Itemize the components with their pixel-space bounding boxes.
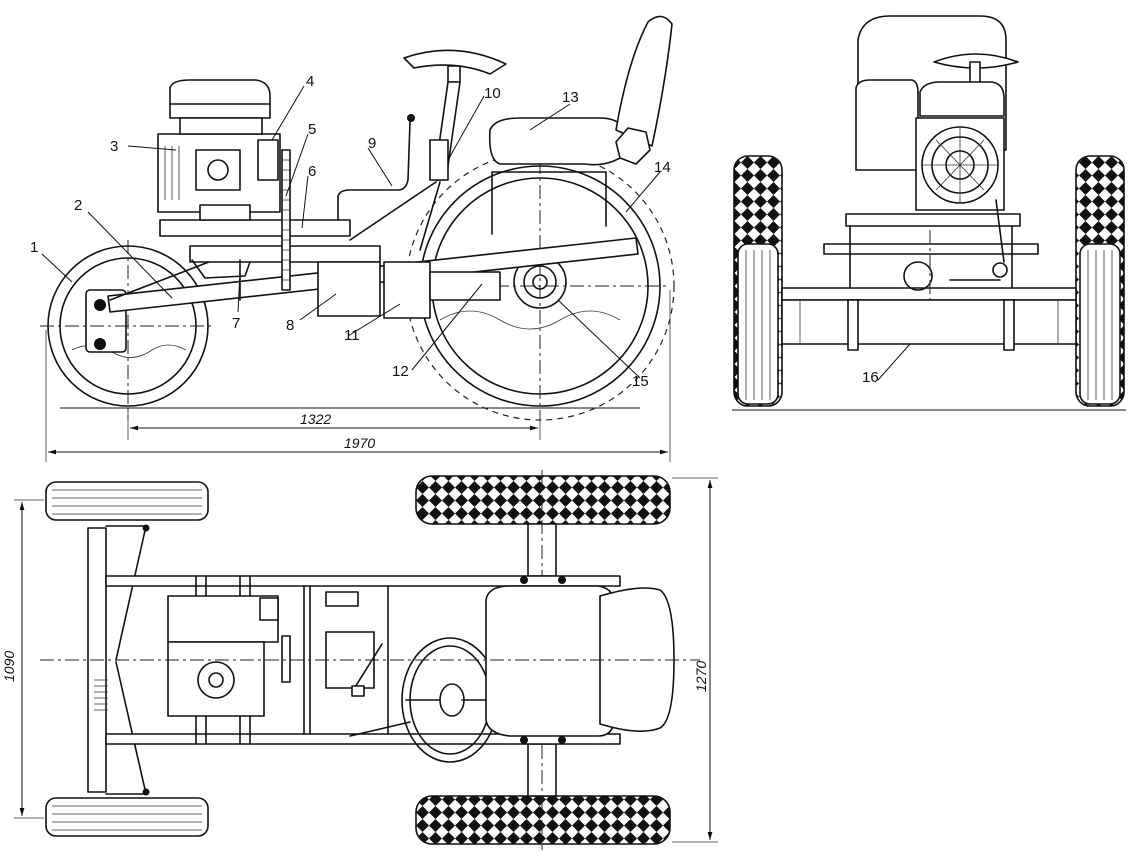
dim-overall-width: 1270: [693, 661, 709, 692]
callout-15: 15: [632, 373, 649, 390]
callout-3: 3: [110, 138, 118, 155]
callout-8: 8: [286, 317, 294, 334]
side-dimensions: [45, 290, 671, 462]
callout-6: 6: [308, 163, 316, 180]
callout-labels: 1 2 3 4 5 6 7 8 9 10 11 12 13 14 15 16: [30, 73, 879, 390]
callout-16: 16: [862, 369, 879, 386]
gearbox-top: [325, 591, 383, 697]
callout-1: 1: [30, 239, 38, 256]
front-wheel-side: [40, 240, 215, 420]
callout-14: 14: [654, 159, 671, 176]
chain-drive-side: [281, 149, 291, 291]
engine-top: [167, 595, 291, 717]
callout-2: 2: [74, 197, 82, 214]
callout-4: 4: [306, 73, 314, 90]
top-view: [14, 470, 718, 850]
front-left-tire: [733, 155, 783, 407]
engine-side: [157, 79, 281, 221]
rear-wheels-top: [415, 470, 671, 850]
dim-overall-length: 1970: [344, 435, 375, 451]
callout-13: 13: [562, 89, 579, 106]
dim-front-track: 1090: [1, 651, 17, 682]
side-callout-leaders: [41, 85, 661, 379]
gear-lever-side: [337, 114, 415, 221]
callout-9: 9: [368, 135, 376, 152]
callout-12: 12: [392, 363, 409, 380]
callout-11: 11: [344, 327, 360, 344]
dimension-labels: 1322 1970 1090 1270: [1, 411, 709, 692]
side-view: [40, 15, 675, 462]
callout-5: 5: [308, 121, 316, 138]
top-dimensions: [14, 477, 718, 843]
seat-side: [488, 15, 673, 235]
seat-top: [485, 576, 675, 744]
steering-side: [349, 49, 507, 251]
callout-7: 7: [232, 315, 240, 332]
callout-10: 10: [484, 85, 501, 102]
front-right-tire: [1075, 155, 1125, 407]
front-wheels-top: [45, 481, 209, 837]
front-view: [732, 15, 1126, 411]
dim-wheelbase: 1322: [300, 411, 331, 427]
